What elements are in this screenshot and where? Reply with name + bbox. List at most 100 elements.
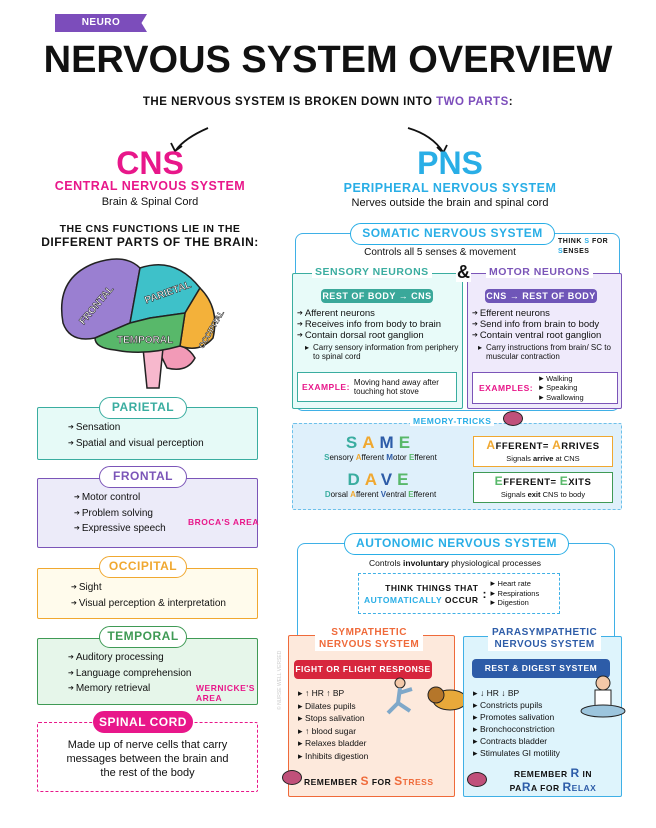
pns-heading: PNS — [417, 145, 483, 181]
temporal-box: Auditory processingLanguage comprehensio… — [37, 638, 258, 705]
dave-mnemonic: DAVE Dorsal Afferent Ventral Efferent — [293, 470, 468, 499]
title-line-2: NERVOUS SYSTEM — [494, 639, 595, 650]
title-line-1: SYMPATHETIC — [331, 627, 407, 638]
desc-text: Signals — [500, 490, 528, 499]
intro-line-2: DIFFERENT PARTS OF THE BRAIN: — [41, 235, 259, 249]
list-item: ↑ HR ↑ BP — [298, 687, 454, 700]
letter: S — [324, 453, 330, 462]
word: fferent — [414, 453, 437, 462]
letter: E — [559, 474, 569, 488]
list-item: Dilates pupils — [298, 700, 454, 713]
letter: E — [398, 433, 416, 452]
example-label: EXAMPLE: — [302, 382, 350, 392]
category-tag: NEURO — [55, 14, 147, 32]
list-item: Language comprehension — [68, 666, 257, 682]
list-item: Spatial and visual perception — [68, 436, 257, 452]
dave-words: Dorsal Afferent Ventral Efferent — [293, 490, 468, 499]
meditating-person-illustration — [580, 675, 626, 718]
afferent-desc: Signals arrive at CNS — [474, 454, 612, 463]
list-item: Problem solving — [74, 506, 257, 522]
list-item: Relaxes bladder — [298, 737, 454, 750]
sensory-example-box: EXAMPLE:Moving hand away after touching … — [297, 372, 457, 402]
somatic-description: Controls all 5 senses & movement — [364, 247, 516, 258]
tip-text: FOR — [589, 238, 609, 245]
examples-label: EXAMPLES: — [479, 383, 534, 393]
title-line-2: NERVOUS SYSTEM — [319, 639, 420, 650]
title-line-1: PARASYMPATHETIC — [492, 627, 598, 638]
triangle-icon: ▸ — [478, 343, 483, 352]
ampersand: & — [456, 262, 471, 282]
rem-text: A FOR — [531, 783, 563, 793]
efferent-exits-box: EFFERENT= EXITS Signals exit CNS to body — [473, 472, 613, 503]
page-title: NERVOUS SYSTEM OVERVIEW — [43, 39, 613, 81]
memory-tricks-box: SAME Sensory Afferent Motor Efferent DAV… — [292, 423, 622, 510]
motor-neurons-box: CNS → REST OF BODY Efferent neuronsSend … — [467, 273, 622, 409]
list-item: Contracts bladder — [473, 735, 621, 747]
rule-text: RRIVES — [561, 441, 600, 452]
list-item: Inhibits digestion — [298, 750, 454, 763]
watermark: © NURSE WELL VERSED — [277, 650, 283, 710]
same-words: Sensory Afferent Motor Efferent — [293, 453, 468, 462]
efferent-rule: EFFERENT= EXITS — [474, 474, 612, 490]
desc-text: Controls — [369, 558, 404, 568]
list-item: Walking — [539, 374, 584, 384]
motor-neurons-label: MOTOR NEURONS — [486, 266, 593, 278]
list-item: Stops salivation — [298, 712, 454, 725]
note-line-1: WERNICKE'S — [196, 683, 255, 693]
word: fferent — [361, 453, 387, 462]
rem-text: FOR — [368, 777, 395, 787]
same-mnemonic: SAME Sensory Afferent Motor Efferent — [293, 433, 468, 462]
rest-and-digest-tag: REST & DIGEST SYSTEM — [472, 659, 610, 678]
letter: E — [408, 490, 414, 499]
sub-text: Carry instructions from brain/ SC to mus… — [486, 343, 611, 361]
brain-illustration: FRONTAL PARIETAL TEMPORAL OCCIPITAL — [60, 258, 225, 389]
intro-text: THE NERVOUS SYSTEM IS BROKEN DOWN INTO T… — [0, 96, 656, 108]
sympathetic-box: FIGHT OR FLIGHT RESPONSE ↑ HR ↑ BPDilate… — [288, 635, 455, 797]
pns-description: Nerves outside the brain and spinal cord — [351, 197, 549, 209]
brainstem — [142, 347, 164, 389]
afferent-rule: AFFERENT= ARRIVES — [474, 438, 612, 454]
tip-s: S — [584, 238, 590, 245]
note-line-2: AREA — [196, 693, 223, 703]
rem-text: REMEMBER — [514, 769, 571, 779]
letter: A — [362, 433, 380, 452]
rem-letter: S — [394, 774, 403, 788]
pns-full-name: PERIPHERAL NERVOUS SYSTEM — [343, 181, 557, 195]
rem-letter: R — [570, 766, 580, 780]
desc-bold: involuntary — [403, 558, 449, 568]
desc-bold: exit — [527, 490, 541, 499]
letter: S — [345, 433, 363, 452]
triangle-icon: ▸ — [305, 343, 310, 352]
desc-text: CNS to body — [540, 490, 586, 499]
letter: V — [380, 490, 387, 499]
colon: : — [482, 586, 487, 601]
motor-direction-tag: CNS → REST OF BODY — [485, 289, 597, 303]
brain-icon — [467, 772, 487, 787]
cns-heading: CNS — [116, 145, 184, 181]
letter: D — [324, 490, 331, 499]
think-highlight: AUTOMATICALLY — [364, 594, 442, 605]
desc-text: at CNS — [553, 454, 580, 463]
intro-prefix: THE NERVOUS SYSTEM IS BROKEN DOWN INTO — [142, 96, 437, 108]
sensory-sub-note: ▸Carry sensory information from peripher… — [305, 343, 462, 361]
word: fferent — [413, 490, 437, 499]
list-item: Efferent neurons — [472, 308, 621, 319]
list-item: Constricts pupils — [473, 699, 621, 711]
fight-or-flight-tag: FIGHT OR FLIGHT RESPONSE — [294, 660, 432, 679]
list-item: Send info from brain to body — [472, 319, 621, 330]
rem-text: REMEMBER — [304, 777, 361, 787]
list-item: Visual perception & interpretation — [71, 596, 257, 612]
word: otor — [392, 453, 409, 462]
letter: M — [379, 433, 399, 452]
rem-letter: R — [562, 780, 572, 794]
spinal-cord-label: SPINAL CORD — [93, 711, 193, 733]
letter: A — [355, 453, 362, 462]
efferent-desc: Signals exit CNS to body — [474, 490, 612, 499]
letter: A — [552, 438, 562, 452]
